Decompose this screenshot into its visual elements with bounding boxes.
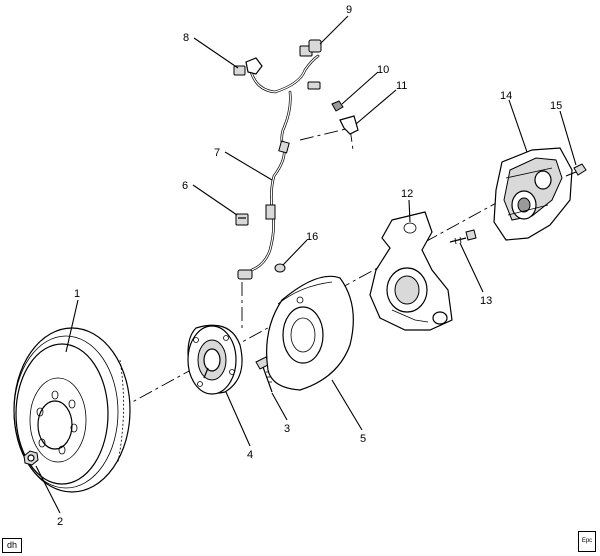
sensor-bolt (274, 263, 286, 273)
callout-leader-lines (35, 15, 577, 514)
callout-14: 14 (500, 90, 512, 102)
callout-9: 9 (346, 4, 352, 16)
callout-5: 5 (360, 433, 366, 445)
callout-4: 4 (247, 449, 253, 461)
callout-1: 1 (74, 288, 80, 300)
callout-15: 15 (550, 100, 562, 112)
caliper-bracket-bolt (449, 229, 477, 245)
brake-rotor (13, 327, 131, 493)
wheel-hub-bearing (187, 324, 243, 395)
harness-clip-lower (235, 213, 249, 226)
callout-7: 7 (214, 147, 220, 159)
callout-8: 8 (183, 32, 189, 44)
callout-3: 3 (284, 423, 290, 435)
wheel-lug-nut (23, 450, 39, 466)
epc-logo: Epc (578, 531, 596, 552)
callout-13: 13 (480, 295, 492, 307)
harness-clip-upper (233, 65, 246, 76)
callout-2: 2 (57, 516, 63, 528)
caliper-mounting-bolt (565, 163, 587, 177)
brake-caliper (493, 147, 573, 241)
steering-knuckle (369, 211, 453, 331)
callout-labels: 1 2 3 4 5 6 7 8 9 10 11 12 13 14 15 16 (57, 4, 562, 528)
callout-12: 12 (401, 188, 413, 200)
callout-6: 6 (182, 180, 188, 192)
callout-11: 11 (396, 80, 407, 92)
brake-splash-shield (266, 275, 354, 391)
harness-bracket (339, 115, 359, 135)
wheel-speed-sensor-harness (237, 45, 321, 280)
callout-10: 10 (377, 64, 389, 76)
callout-16: 16 (306, 231, 318, 243)
corner-tag: dh (2, 538, 22, 553)
rotor-stud-holes (36, 390, 78, 455)
sensor-connector (308, 39, 322, 53)
bracket-bolt (331, 100, 344, 112)
